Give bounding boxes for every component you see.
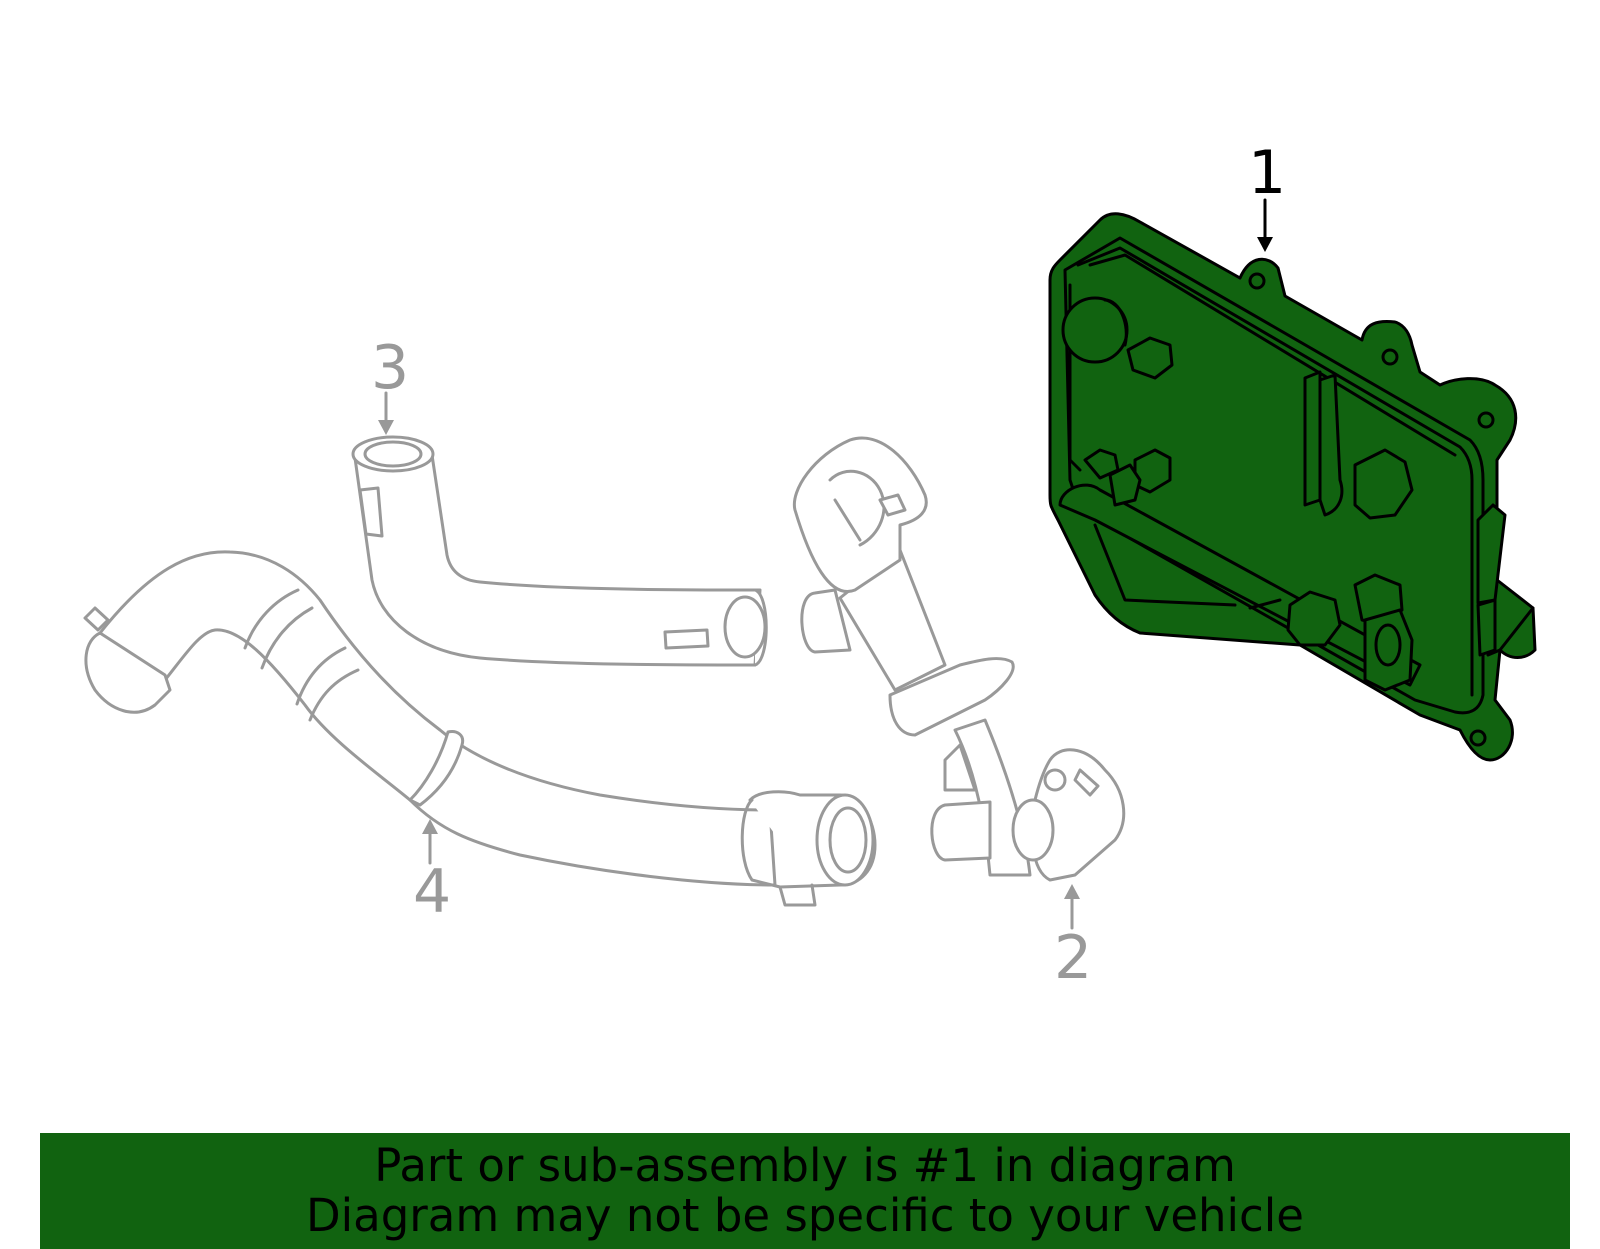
callout-3[interactable]: 3: [371, 333, 410, 403]
notice-banner: Part or sub-assembly is #1 in diagram Di…: [40, 1133, 1570, 1249]
arrow-4: [422, 819, 438, 865]
callout-4[interactable]: 4: [413, 857, 452, 927]
banner-line-1: Part or sub-assembly is #1 in diagram: [374, 1139, 1236, 1192]
callout-2[interactable]: 2: [1054, 923, 1093, 993]
part-1-assembly[interactable]: [1048, 212, 1537, 762]
arrow-1: [1257, 198, 1273, 252]
part-2-pipe[interactable]: [792, 436, 1126, 882]
part-3-tube[interactable]: [351, 435, 768, 667]
part-4-hose[interactable]: [83, 550, 877, 907]
arrow-2: [1064, 884, 1080, 930]
banner-line-2: Diagram may not be specific to your vehi…: [306, 1189, 1304, 1242]
callout-arrows: [378, 198, 1273, 930]
arrow-3: [378, 391, 394, 435]
callout-1[interactable]: 1: [1248, 138, 1287, 208]
